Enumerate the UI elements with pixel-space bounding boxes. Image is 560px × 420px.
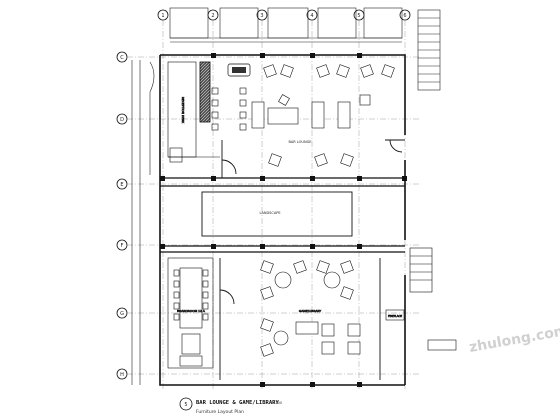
- drawing-subtitle: Furniture Layout Plan: [196, 409, 244, 415]
- landscape-courtyard: LANDSCAPE: [201, 191, 353, 237]
- svg-text:FIREPLACE: FIREPLACE: [388, 314, 402, 318]
- svg-text:G: G: [120, 311, 124, 317]
- top-window-bays: [169, 7, 403, 43]
- upper-partition: [221, 139, 405, 178]
- drawing-scale: 1:100: [272, 401, 282, 405]
- svg-text:5: 5: [184, 402, 187, 408]
- left-corridor: [131, 60, 155, 385]
- drawing-title-block: 5 BAR LOUNGE & GAME/LIBRARY Furniture La…: [179, 397, 282, 415]
- svg-text:RECEPTION DESK: RECEPTION DESK: [181, 97, 185, 124]
- svg-text:LANDSCAPE: LANDSCAPE: [259, 211, 280, 215]
- grid-bubbles-left: [116, 51, 128, 380]
- lounge-seating-upper: [251, 64, 395, 167]
- bar-lounge-label: BAR LOUNGE: [288, 140, 311, 144]
- structural-columns: [160, 53, 407, 387]
- floor-logo: [227, 63, 251, 77]
- lower-partition: [219, 258, 381, 380]
- svg-text:E: E: [120, 182, 123, 188]
- svg-text:H: H: [120, 372, 124, 378]
- svg-text:3: 3: [260, 13, 263, 19]
- svg-text:6: 6: [403, 13, 406, 19]
- svg-text:F: F: [121, 243, 124, 249]
- landscape-band: [160, 177, 405, 253]
- outer-walls: [159, 54, 406, 386]
- watermark: zhulong.com: [468, 323, 560, 356]
- svg-text:4: 4: [310, 13, 313, 19]
- grid-labels-top: 1 2 3 4 5 6: [161, 13, 406, 19]
- bar-stools: [211, 87, 247, 131]
- right-stair: [417, 9, 441, 91]
- svg-text:D: D: [120, 117, 124, 123]
- grid-lines: [127, 20, 420, 390]
- svg-text:BOARDROOM 12 A: BOARDROOM 12 A: [177, 309, 206, 313]
- game-library-seating: GAME/LIBRARY: [260, 260, 361, 357]
- svg-text:C: C: [120, 55, 124, 61]
- svg-text:5: 5: [357, 13, 360, 19]
- svg-text:2: 2: [211, 13, 214, 19]
- drawing-title: BAR LOUNGE & GAME/LIBRARY: [196, 400, 279, 406]
- grid-labels-left: C D E F G H: [120, 55, 124, 378]
- svg-text:1: 1: [161, 13, 164, 19]
- svg-text:GAME/LIBRARY: GAME/LIBRARY: [299, 309, 321, 313]
- grid-bubbles-top: [157, 9, 411, 21]
- fireplace-area: FIREPLACE: [385, 247, 457, 351]
- reception-area: RECEPTION DESK: [167, 61, 220, 163]
- boardroom: BOARDROOM 12 A: [167, 257, 214, 369]
